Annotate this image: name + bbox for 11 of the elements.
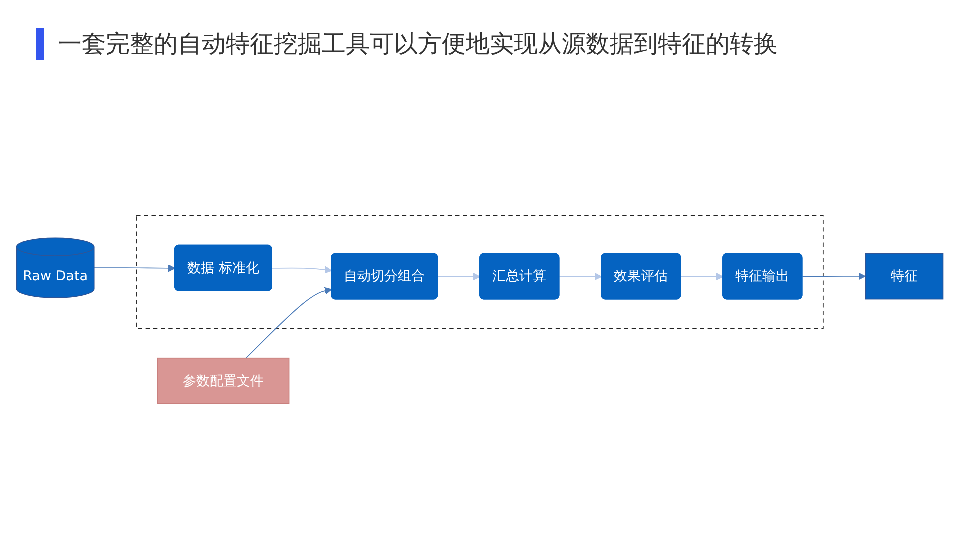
arrow bbox=[802, 272, 866, 280]
arrow bbox=[559, 273, 602, 281]
arrow bbox=[438, 273, 481, 281]
node-box: 特征 bbox=[865, 253, 944, 300]
arrow bbox=[94, 264, 176, 272]
arrow bbox=[246, 288, 332, 359]
arrow bbox=[680, 273, 724, 281]
node-box: 参数配置文件 bbox=[157, 358, 290, 404]
slide-title: 一套完整的自动特征挖掘工具可以方便地实现从源数据到特征的转换 bbox=[36, 28, 778, 60]
arrow bbox=[272, 266, 332, 274]
cluster bbox=[136, 215, 824, 330]
